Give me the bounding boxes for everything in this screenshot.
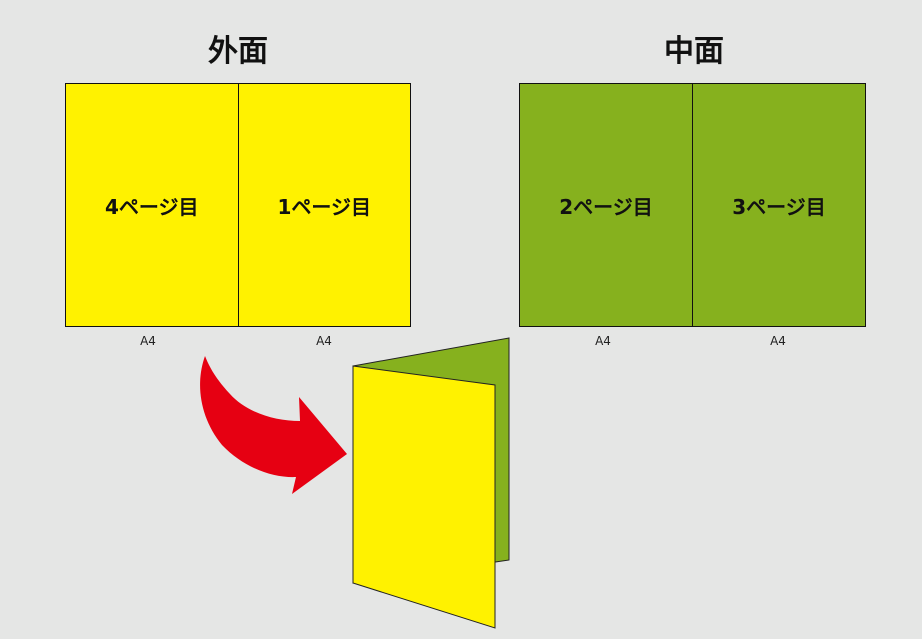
inner-right-panel-label: 3ページ目 (732, 194, 826, 219)
inner-left-size-label: A4 (595, 334, 611, 348)
folded-brochure-front-panel (352, 365, 496, 629)
curved-arrow-icon (200, 356, 347, 494)
outer-right-size-label: A4 (316, 334, 332, 348)
outer-face-sheet: 4ページ目 1ページ目 (65, 83, 411, 327)
inner-face-title: 中面 (664, 34, 724, 69)
outer-face-title: 外面 (208, 34, 268, 69)
inner-left-panel: 2ページ目 (520, 84, 692, 326)
inner-right-panel: 3ページ目 (692, 84, 865, 326)
outer-right-panel: 1ページ目 (237, 84, 411, 326)
outer-left-size-label: A4 (140, 334, 156, 348)
inner-face-sheet: 2ページ目 3ページ目 (519, 83, 866, 327)
outer-left-panel-label: 4ページ目 (104, 194, 199, 219)
inner-left-panel-label: 2ページ目 (559, 194, 653, 219)
outer-left-panel: 4ページ目 (66, 84, 238, 326)
outer-right-panel-label: 1ページ目 (277, 194, 372, 219)
inner-right-size-label: A4 (770, 334, 786, 348)
